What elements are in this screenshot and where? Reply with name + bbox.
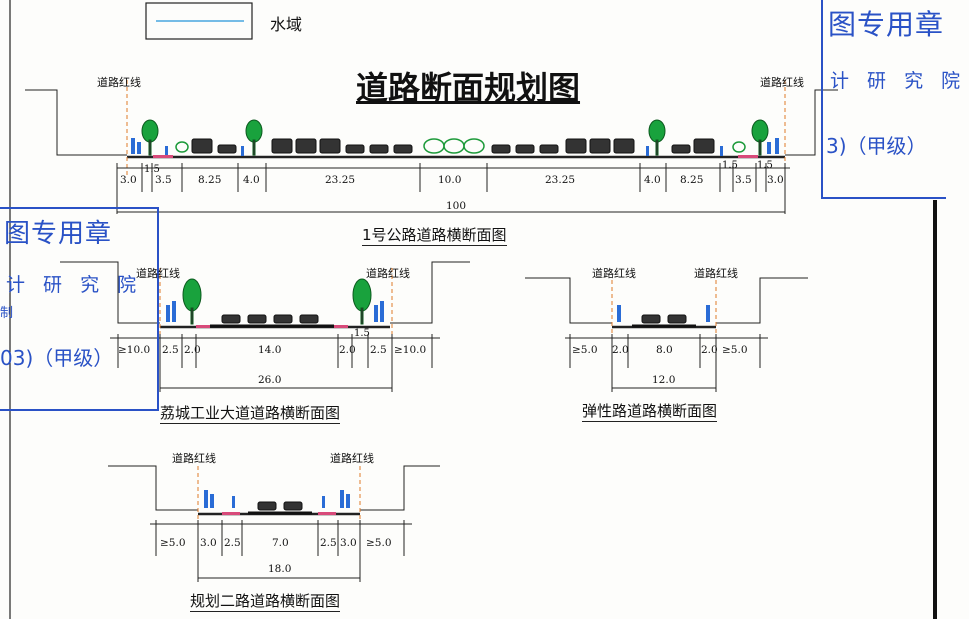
dim-label: 3.0 xyxy=(200,537,217,549)
dim-label: 4.0 xyxy=(243,174,260,186)
red-line-label: 道路红线 xyxy=(760,76,804,89)
legend-box xyxy=(145,2,253,40)
dim-label: 8.25 xyxy=(198,174,222,186)
dim-label: 2.0 xyxy=(339,344,356,356)
stamp-left-line2: 计 研 究 院 xyxy=(6,274,143,296)
pedestrians-sec3 xyxy=(617,305,710,322)
stamp-right-line2: 计 研 究 院 xyxy=(830,70,967,92)
red-line-label: 道路红线 xyxy=(592,267,636,280)
section-caption: 1号公路道路横断面图 xyxy=(362,226,507,246)
main-title: 道路断面规划图 xyxy=(356,69,581,107)
dim-label: 8.0 xyxy=(656,344,673,356)
red-line-label: 道路红线 xyxy=(136,267,180,280)
section-1-profile xyxy=(25,80,838,213)
section-caption: 弹性路道路横断面图 xyxy=(582,402,718,422)
dim-total: 18.0 xyxy=(268,563,292,575)
dim-label: 23.25 xyxy=(545,174,576,186)
dim-label: 3.0 xyxy=(767,174,784,186)
median-shrubs xyxy=(175,138,746,154)
dim-label: 3.0 xyxy=(120,174,137,186)
water-legend-label: 水域 xyxy=(270,15,303,34)
red-line-label: 道路红线 xyxy=(330,452,374,465)
section-4-vehicles xyxy=(248,501,312,515)
dim-label: 2.5 xyxy=(320,537,337,549)
trees-sec2 xyxy=(182,278,372,325)
stamp-right-line1: 图专用章 xyxy=(828,8,945,41)
dim-label: 7.0 xyxy=(272,537,289,549)
stamp-right-line3: 3)（甲级） xyxy=(826,134,927,158)
dim-label: 10.0 xyxy=(438,174,462,186)
trees-sec1 xyxy=(141,119,769,156)
dim-total: 12.0 xyxy=(652,374,676,386)
dim-label: 3.0 xyxy=(340,537,357,549)
stamp-left-line1: 图专用章 xyxy=(4,219,113,249)
stamp-left-fragment: 制 xyxy=(0,306,14,321)
dim-label: 3.5 xyxy=(155,174,172,186)
dim-label: 1.5 xyxy=(757,160,773,171)
dim-label: 2.0 xyxy=(184,344,201,356)
section-2-ticks xyxy=(117,334,433,392)
dim-label: 1.5 xyxy=(722,160,738,171)
pedestrians-sec1 xyxy=(131,138,779,156)
stamp-left-frame xyxy=(0,207,159,411)
red-line-label: 道路红线 xyxy=(172,452,216,465)
section-4-ticks xyxy=(155,520,405,582)
dim-label: ≥10.0 xyxy=(118,344,151,356)
section-caption: 规划二路道路横断面图 xyxy=(190,592,341,612)
dim-total: 26.0 xyxy=(258,374,282,386)
dim-total: 100 xyxy=(446,200,467,212)
section-1-vehicles xyxy=(191,138,715,154)
section-3-vehicles xyxy=(632,314,696,328)
dim-label: 2.5 xyxy=(162,344,179,356)
dim-label: 2.5 xyxy=(370,344,387,356)
dim-label: 3.5 xyxy=(735,174,752,186)
dim-label: ≥5.0 xyxy=(572,344,598,356)
dim-label: ≥5.0 xyxy=(366,537,392,549)
dim-label: ≥5.0 xyxy=(160,537,186,549)
section-1-ticks xyxy=(116,163,786,214)
dim-label: 2.5 xyxy=(224,537,241,549)
dim-label: 4.0 xyxy=(644,174,661,186)
dim-label: 23.25 xyxy=(325,174,356,186)
dim-label: ≥5.0 xyxy=(722,344,748,356)
red-line-label: 道路红线 xyxy=(97,76,141,89)
pedestrians-sec2 xyxy=(166,301,384,322)
section-3-ticks xyxy=(569,334,761,392)
section-2-vehicles xyxy=(210,314,334,328)
dim-label: 8.25 xyxy=(680,174,704,186)
pedestrians-sec4 xyxy=(204,490,350,508)
section-4-profile xyxy=(108,465,440,579)
stamp-right-frame xyxy=(821,0,946,199)
red-line-label: 道路红线 xyxy=(694,267,738,280)
section-3-profile xyxy=(525,277,808,389)
dim-label: 14.0 xyxy=(258,344,282,356)
red-line-label: 道路红线 xyxy=(366,267,410,280)
section-caption: 荔城工业大道道路横断面图 xyxy=(160,404,341,424)
dim-label: 1.5 xyxy=(354,328,370,339)
dim-label: 2.0 xyxy=(701,344,718,356)
stamp-left-line3: 03)（甲级） xyxy=(0,346,114,370)
dim-label: 2.0 xyxy=(612,344,629,356)
dim-label: 1.5 xyxy=(144,164,160,175)
dim-label: ≥10.0 xyxy=(394,344,427,356)
